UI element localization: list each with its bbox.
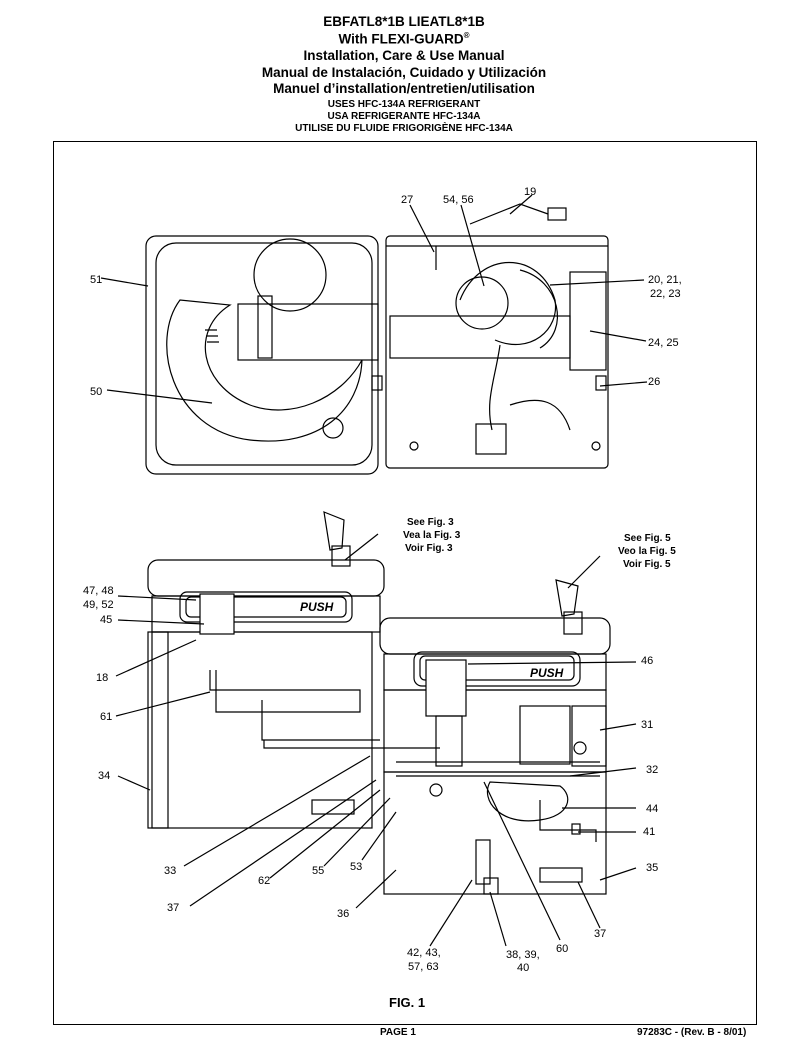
- callout-40: 40: [517, 962, 529, 974]
- top-view-left-basin: [145, 235, 379, 475]
- callout-27: 27: [401, 194, 413, 206]
- callout-33: 33: [164, 865, 176, 877]
- title-french: Manuel d’installation/entretien/utilisat…: [273, 81, 535, 96]
- callout-60: 60: [556, 943, 568, 955]
- see-fig3-en: See Fig. 3: [407, 517, 454, 528]
- see-fig3-es: Vea la Fig. 3: [403, 530, 461, 541]
- callout-57-63: 57, 63: [408, 961, 439, 973]
- callout-31: 31: [641, 719, 653, 731]
- callout-19: 19: [524, 186, 536, 198]
- right-fountain: [379, 579, 611, 895]
- flexi-guard-text: With FLEXI-GUARD: [338, 31, 464, 47]
- callout-35: 35: [646, 862, 658, 874]
- callout-44: 44: [646, 803, 658, 815]
- callout-55: 55: [312, 865, 324, 877]
- registered-mark: ®: [463, 31, 470, 40]
- callout-42-43: 42, 43,: [407, 947, 441, 959]
- callout-62: 62: [258, 875, 270, 887]
- title-spanish: Manual de Instalación, Cuidado y Utiliza…: [261, 65, 547, 80]
- callout-51: 51: [90, 274, 102, 286]
- callout-22-23: 22, 23: [650, 288, 681, 300]
- refrigerant-spanish: USA REFRIGERANTE HFC-134A: [327, 111, 481, 122]
- figure-frame: [53, 141, 757, 1025]
- document-number: 97283C - (Rev. B - 8/01): [637, 1027, 747, 1038]
- title-english: Installation, Care & Use Manual: [303, 48, 505, 63]
- see-fig3-fr: Voir Fig. 3: [405, 543, 453, 554]
- page-number: PAGE 1: [380, 1027, 416, 1038]
- callout-41: 41: [643, 826, 655, 838]
- callout-53: 53: [350, 861, 362, 873]
- callout-32: 32: [646, 764, 658, 776]
- callout-45: 45: [100, 614, 112, 626]
- see-fig5-es: Veo la Fig. 5: [618, 546, 676, 557]
- see-fig5-fr: Voir Fig. 5: [623, 559, 671, 570]
- refrigerant-french: UTILISE DU FLUIDE FRIGORIGÈNE HFC-134A: [295, 123, 513, 134]
- callout-36: 36: [337, 908, 349, 920]
- callout-20-21: 20, 21,: [648, 274, 682, 286]
- callout-37-right: 37: [594, 928, 606, 940]
- callout-34: 34: [98, 770, 110, 782]
- model-line: EBFATL8*1B LIEATL8*1B: [323, 14, 485, 29]
- callout-46: 46: [641, 655, 653, 667]
- callout-37-left: 37: [167, 902, 179, 914]
- flexi-guard-line: With FLEXI-GUARD®: [0, 31, 808, 47]
- top-view-right-unit: [371, 203, 609, 469]
- callout-47-48: 47, 48: [83, 585, 114, 597]
- callout-49-52: 49, 52: [83, 599, 114, 611]
- figure-caption: FIG. 1: [389, 995, 425, 1010]
- see-fig5-en: See Fig. 5: [624, 533, 671, 544]
- callout-24-25: 24, 25: [648, 337, 679, 349]
- callout-18: 18: [96, 672, 108, 684]
- left-fountain: [147, 511, 440, 829]
- push-label-left: PUSH: [300, 600, 334, 614]
- callout-50: 50: [90, 386, 102, 398]
- push-label-right: PUSH: [530, 666, 564, 680]
- refrigerant-english: USES HFC-134A REFRIGERANT: [327, 99, 481, 110]
- callout-38-39: 38, 39,: [506, 949, 540, 961]
- callout-54-56: 54, 56: [443, 194, 474, 206]
- callout-61: 61: [100, 711, 112, 723]
- callout-26: 26: [648, 376, 660, 388]
